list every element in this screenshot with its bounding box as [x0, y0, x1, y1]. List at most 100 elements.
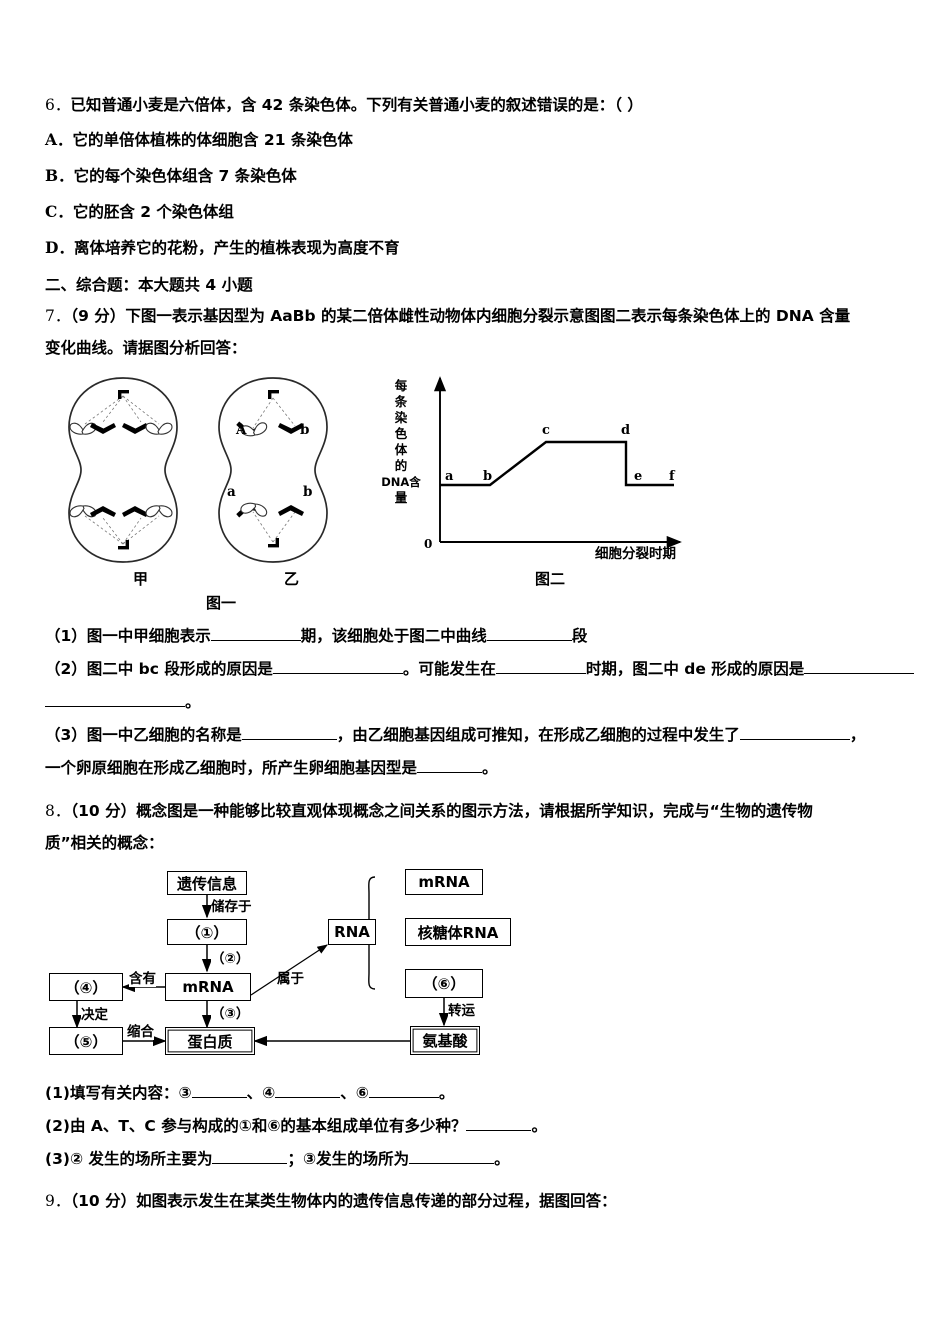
cell-yi-spindle-top — [252, 397, 296, 429]
y-axis-char-7: 量 — [394, 490, 408, 505]
cell-jia-label: 甲 — [133, 570, 149, 588]
q7-p1-blank-1[interactable] — [210, 626, 301, 641]
option-c-text: 它的胚含 2 个染色体组 — [72, 203, 234, 221]
question-8-part-1: (1)填写有关内容：③ 、④ 、⑥ 。 — [45, 1077, 917, 1110]
q8-p3-seg-1: ；③发生的场所为 — [287, 1150, 410, 1168]
question-8-stem-text-1: 概念图是一种能够比较直观体现概念之间关系的图示方法，请根据所学知识，完成与“生物… — [136, 802, 813, 820]
q8-p3-seg-2: 。 — [494, 1150, 510, 1168]
option-d-text: 离体培养它的花粉，产生的植株表现为高度不育 — [73, 239, 400, 257]
cell-yi-centrosome-top — [268, 390, 279, 399]
q8-p1-seg-1: 、④ — [246, 1084, 276, 1102]
concept-node-6: （⑥） — [405, 969, 483, 998]
question-6-stem-text: 已知普通小麦是六倍体，含 42 条染色体。下列有关普通小麦的叙述错误的是：（ ） — [70, 96, 643, 114]
q8-p1-seg-3: 。 — [438, 1084, 455, 1102]
option-d-letter: D． — [45, 238, 74, 257]
q7-p2-seg-3: 。 — [185, 693, 201, 711]
y-axis-char-1: 条 — [394, 394, 408, 409]
figure-2-point-d: d — [621, 423, 630, 438]
concept-edge-label-store: 储存于 — [211, 895, 252, 915]
concept-edge-label-step2: （②） — [211, 947, 250, 967]
question-9-stem-text: 如图表示发生在某类生物体内的遗传信息传递的部分过程，据图回答： — [136, 1192, 617, 1210]
question-7-stem-line-1: 7．（9 分）下图一表示基因型为 AaBb 的某二倍体雌性动物体内细胞分裂示意图… — [45, 300, 917, 332]
question-6-option-b: B．它的每个染色体组含 7 条染色体 — [45, 158, 917, 194]
q8-p1-blank-3[interactable] — [368, 1083, 439, 1098]
concept-node-amino-acid: 氨基酸 — [410, 1026, 480, 1055]
q7-p1-blank-2[interactable] — [486, 626, 572, 641]
question-8-part-3: (3)② 发生的场所主要为 ；③发生的场所为 。 — [45, 1143, 917, 1176]
option-b-text: 它的每个染色体组含 7 条染色体 — [73, 167, 297, 185]
q7-p2-blank-2[interactable] — [495, 659, 586, 674]
q7-p3-seg-2: ， — [849, 726, 866, 744]
q7-p1-seg-0: （1）图一中甲细胞表示 — [45, 627, 211, 645]
edge-mrna-to-rna — [250, 944, 329, 996]
q8-p1-blank-1[interactable] — [191, 1083, 247, 1098]
page-content: 6．已知普通小麦是六倍体，含 42 条染色体。下列有关普通小麦的叙述错误的是：（… — [45, 88, 917, 1218]
q8-p1-seg-0: (1)填写有关内容：③ — [45, 1084, 192, 1102]
q8-p1-blank-2[interactable] — [275, 1083, 341, 1098]
figure-2-y-axis-label: 每 条 染 色 体 的 DNA含 量 — [380, 378, 422, 506]
y-axis-char-5: 的 — [394, 458, 408, 473]
q7-p3-blank-1[interactable] — [241, 725, 337, 740]
cell-yi-spindle-bottom — [252, 511, 296, 543]
option-b-letter: B． — [45, 166, 74, 185]
q8-p2-blank-1[interactable] — [466, 1116, 532, 1131]
question-7-stem-line-2: 变化曲线。请据图分析回答： — [45, 339, 247, 357]
y-axis-char-6: DNA含 — [381, 475, 421, 489]
q7-p2-blank-3[interactable] — [804, 659, 915, 674]
question-7-number: 7． — [45, 307, 71, 325]
question-9-number: 9． — [45, 1192, 71, 1210]
figure-2-point-c: c — [542, 423, 550, 438]
concept-node-1: （①） — [167, 919, 247, 945]
question-9-stem: 9．（10 分）如图表示发生在某类生物体内的遗传信息传递的部分过程，据图回答： — [45, 1184, 917, 1218]
q8-p3-blank-2[interactable] — [409, 1149, 495, 1164]
concept-edge-label-decide: 决定 — [81, 1003, 108, 1023]
concept-node-genetic-info: 遗传信息 — [167, 871, 247, 895]
question-7-points: （9 分） — [70, 307, 126, 325]
figure-1-cells: A b a b — [68, 377, 328, 563]
question-6-option-a: A．它的单倍体植株的体细胞含 21 条染色体 — [45, 122, 917, 158]
figure-2-caption: 图二 — [535, 570, 566, 588]
figure-1-caption: 图一 — [206, 594, 237, 612]
y-axis-char-4: 体 — [394, 442, 408, 457]
q7-p2-blank-4[interactable] — [45, 692, 185, 707]
q8-p3-blank-1[interactable] — [212, 1149, 288, 1164]
question-7-part-3: （3）图一中乙细胞的名称是，由乙细胞基因组成可推知，在形成乙细胞的过程中发生了， — [45, 719, 917, 752]
q7-p2-blank-1[interactable] — [272, 659, 403, 674]
question-7-part-2-cont: 。 — [45, 686, 917, 719]
cell-yi-gene-label-a: a — [227, 484, 236, 500]
concept-edge-label-contain: 含有 — [129, 967, 156, 987]
cell-yi-centrosome-bottom — [268, 538, 279, 548]
q8-p1-seg-2: 、⑥ — [340, 1084, 369, 1102]
q7-p3-blank-2[interactable] — [739, 725, 850, 740]
cell-yi-label: 乙 — [284, 570, 300, 588]
cell-jia-centrosome-bottom — [118, 540, 129, 550]
concept-node-5: （⑤） — [49, 1027, 123, 1055]
cell-yi-gene-label-b-bottom: b — [303, 484, 312, 500]
concept-node-4: （④） — [49, 973, 123, 1001]
cell-yi-gene-label-b-top: b — [300, 422, 309, 438]
y-axis-char-0: 每 — [394, 378, 408, 393]
y-axis-char-2: 染 — [394, 410, 408, 425]
q8-p3-seg-0: (3)② 发生的场所主要为 — [45, 1150, 213, 1168]
y-axis-char-3: 色 — [394, 426, 408, 441]
question-8-points: （10 分） — [70, 802, 137, 820]
section-2-heading: 二、综合题：本大题共 4 小题 — [45, 276, 253, 294]
question-7-part-3-cont: 一个卵原细胞在形成乙细胞时，所产生卵细胞基因型是。 — [45, 752, 917, 785]
concept-edge-label-step3: （③） — [211, 1002, 250, 1022]
q7-p2-seg-2: 时期，图二中 de 形成的原因是 — [585, 660, 805, 678]
concept-edge-label-belong: 属于 — [277, 971, 304, 987]
q8-p2-seg-1: 。 — [531, 1117, 547, 1135]
cell-jia-spindle-top — [84, 395, 160, 425]
figure-2-point-b: b — [483, 469, 492, 484]
q8-p2-seg-0: (2)由 A、T、C 参与构成的①和⑥的基本组成单位有多少种？ — [45, 1117, 467, 1135]
option-a-letter: A． — [45, 130, 73, 149]
q7-p3-blank-3[interactable] — [417, 758, 483, 773]
q7-p3-seg-1: ，由乙细胞基因组成可推知，在形成乙细胞的过程中发生了 — [336, 726, 740, 744]
question-7-stem-text-1: 下图一表示基因型为 AaBb 的某二倍体雌性动物体内细胞分裂示意图图二表示每条染… — [125, 307, 851, 325]
concept-edge-label-condense: 缩合 — [127, 1020, 154, 1040]
concept-node-protein: 蛋白质 — [165, 1027, 255, 1055]
concept-edge-label-transfer: 转运 — [448, 999, 475, 1019]
question-6-number: 6． — [45, 96, 71, 114]
question-7-part-2: （2）图二中 bc 段形成的原因是。可能发生在时期，图二中 de 形成的原因是 — [45, 653, 917, 686]
